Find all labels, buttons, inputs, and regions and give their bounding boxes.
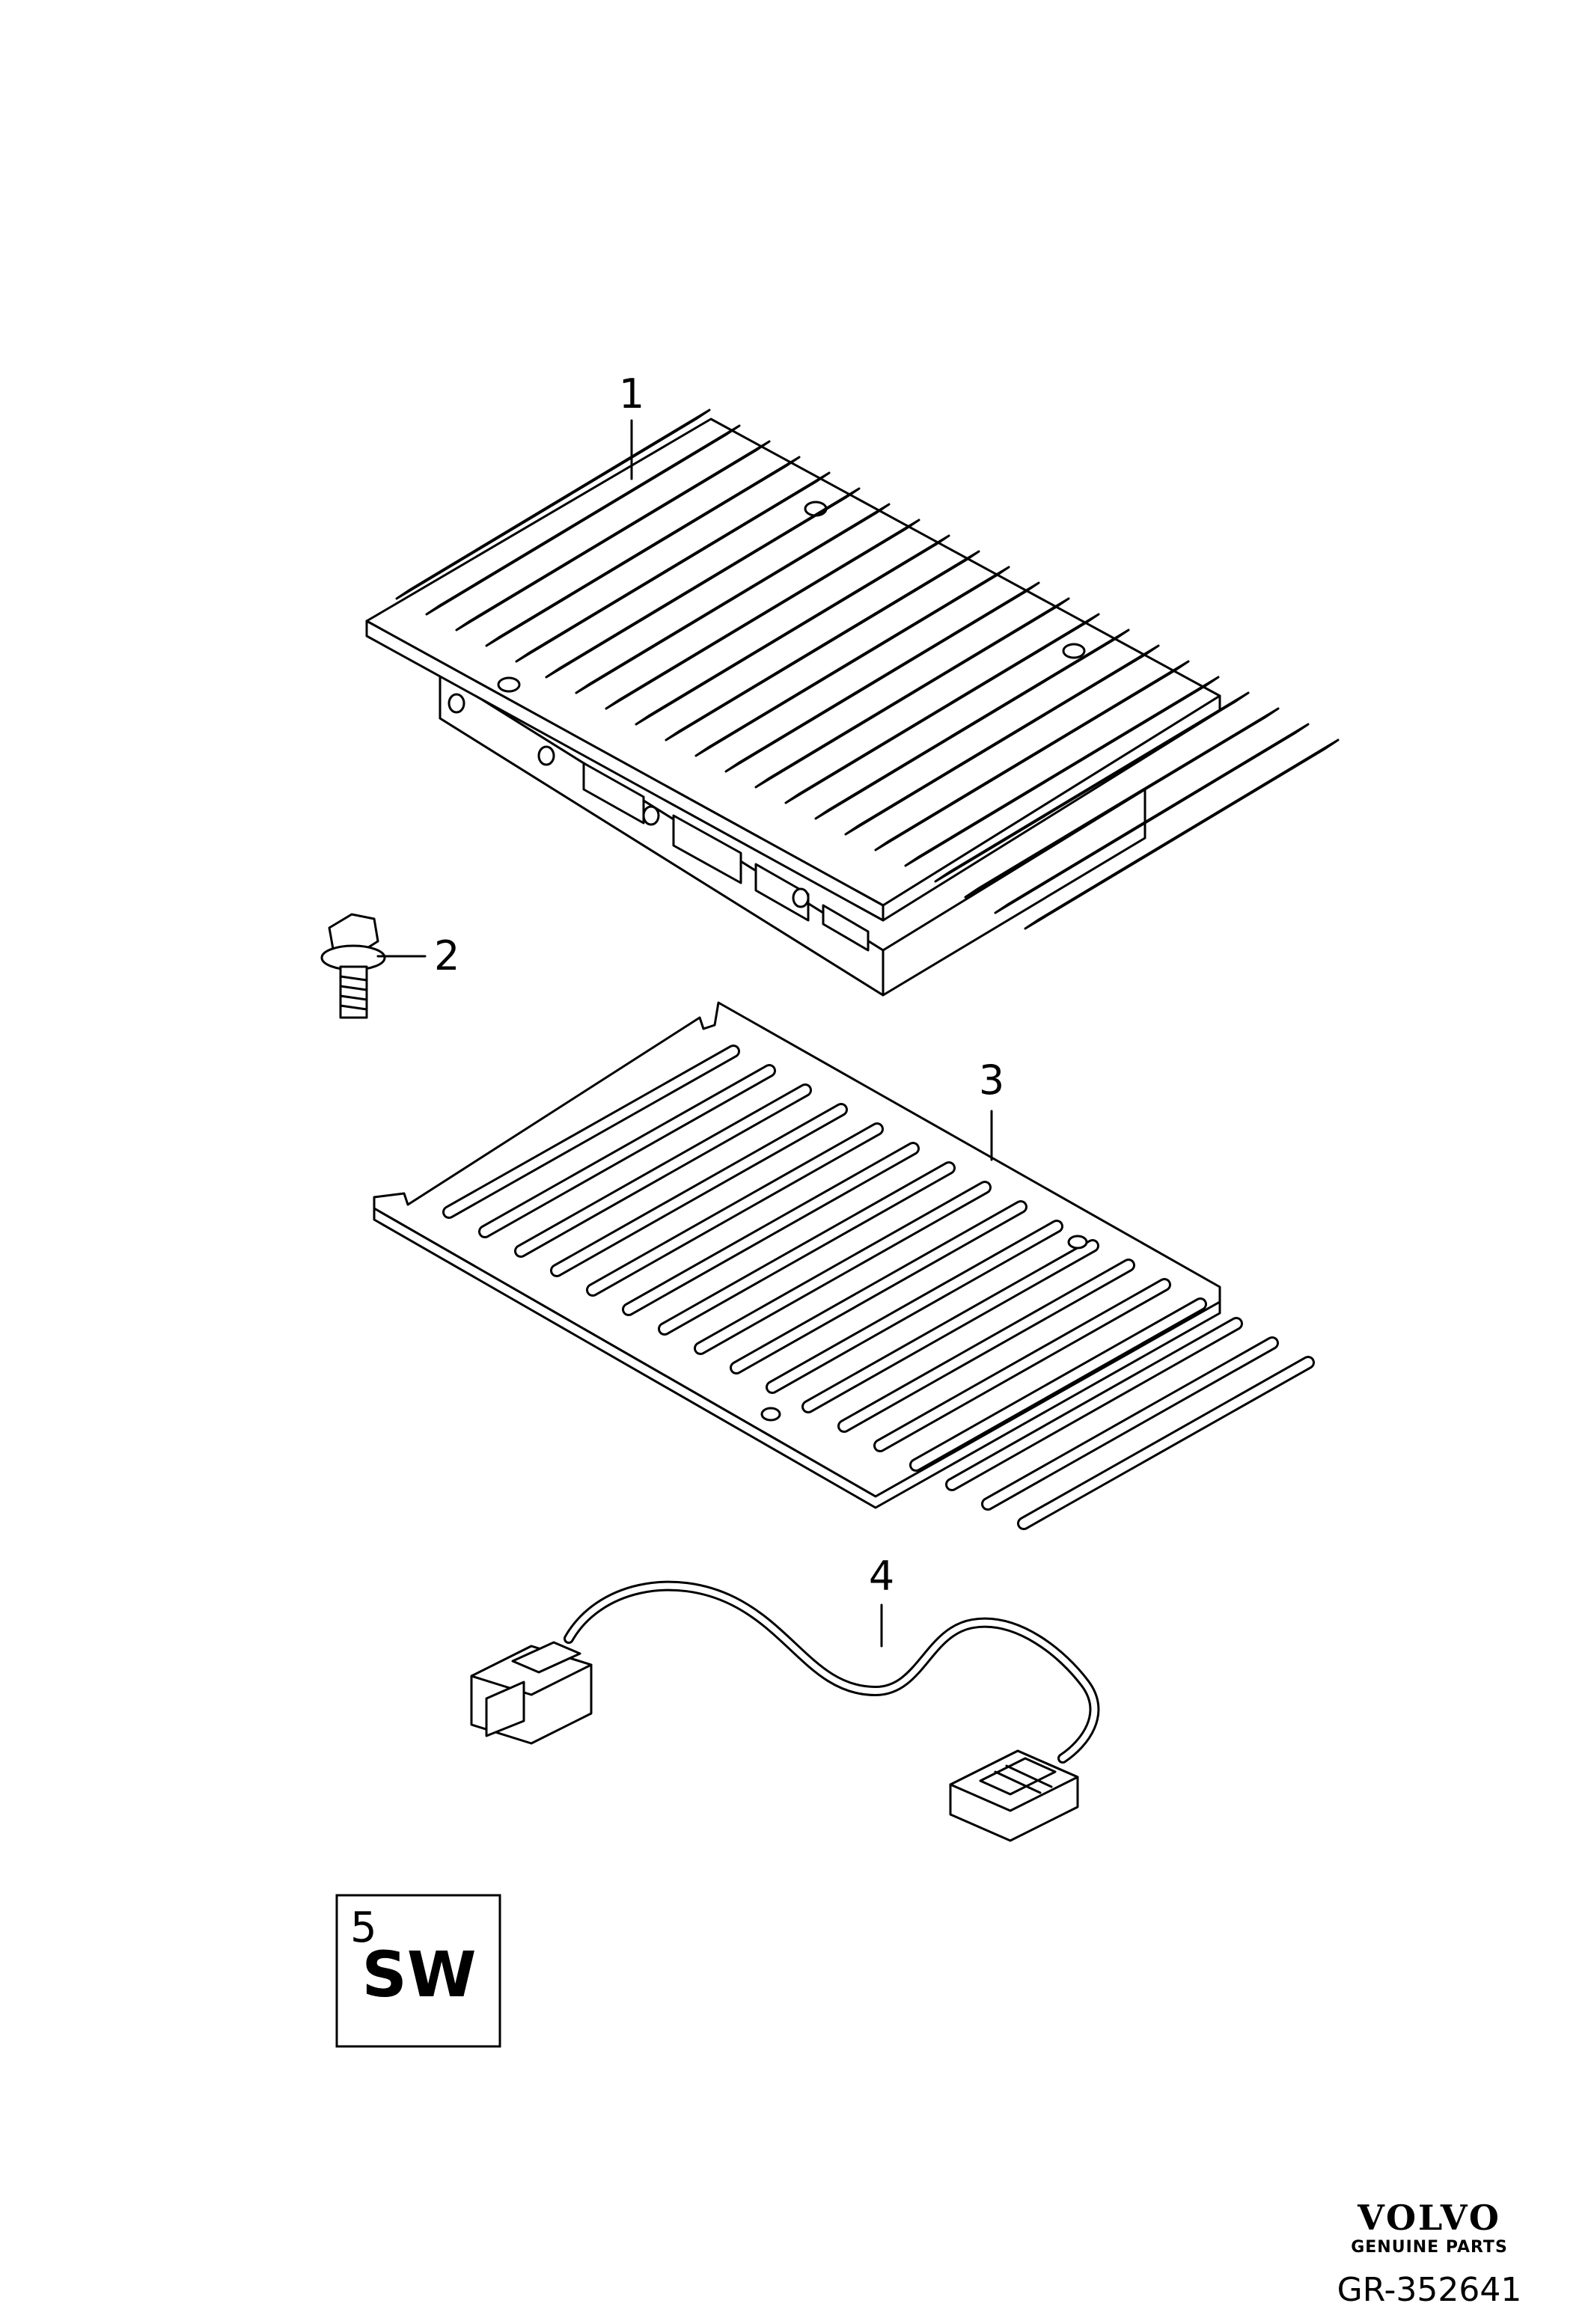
vent-slot-inner (696, 1183, 989, 1353)
cooling-fin (694, 566, 1010, 757)
cooling-fin (814, 629, 1130, 820)
cooling-fin (724, 581, 1040, 773)
cooling-fin (904, 676, 1220, 867)
connector-ports (582, 762, 870, 952)
vent-slot-inner (947, 1319, 1241, 1489)
diagram-reference: GR-352641 (1337, 2271, 1522, 2309)
vent-slot-inner (516, 1086, 810, 1256)
vent-slot-inner (1019, 1358, 1313, 1528)
cooling-fin (515, 471, 831, 663)
cooling-fin (754, 597, 1070, 789)
callout-4: 4 (869, 1553, 894, 1600)
software-number: 5 (350, 1903, 377, 1952)
cooling-fin (425, 424, 741, 616)
amplifier-heatsink (365, 409, 1340, 997)
vent-slot-inner (624, 1144, 917, 1314)
vent-slot-inner (552, 1105, 846, 1275)
cooling-fin (575, 503, 891, 694)
cooling-fin (485, 456, 801, 647)
callout-1: 1 (619, 370, 644, 418)
cooling-fin (455, 440, 771, 632)
software-label: SW (361, 1938, 476, 2011)
vent-slot-inner (660, 1163, 953, 1333)
vent-slot-inner (445, 1047, 738, 1217)
software-box: 5 SW (335, 1894, 501, 2048)
cooling-fin (994, 723, 1310, 914)
callout-2: 2 (434, 932, 459, 979)
cooling-fin (605, 519, 920, 710)
cooling-fin (934, 691, 1250, 883)
cooling-fin (964, 707, 1280, 899)
vent-slot-inner (911, 1300, 1205, 1470)
cooling-fin (635, 534, 950, 726)
vent-slot-inner (768, 1222, 1061, 1392)
cooling-fin (1024, 739, 1340, 930)
vent-slot-inner (480, 1066, 774, 1236)
cooling-fin (844, 644, 1160, 836)
cooling-fin (545, 487, 861, 679)
cooling-fin (874, 660, 1190, 851)
callout-3: 3 (979, 1056, 1004, 1104)
vent-slot-inner (732, 1202, 1025, 1372)
cooling-fin (665, 550, 980, 741)
branding: VOLVO GENUINE PARTS GR-352641 (1337, 2198, 1522, 2309)
vent-slot-inner (804, 1241, 1097, 1411)
vent-slot-inner (876, 1280, 1169, 1450)
wiring-harness (470, 1580, 1100, 1842)
vent-slot-inner (983, 1339, 1277, 1508)
ventilation-slots (442, 1045, 1315, 1530)
mounting-plate (373, 1001, 1315, 1530)
cooling-fin (784, 613, 1100, 804)
cooling-fins (395, 409, 1340, 930)
genuine-parts-label: GENUINE PARTS (1351, 2238, 1508, 2257)
flange-bolt (320, 913, 427, 1019)
vent-slot-inner (588, 1125, 882, 1294)
vent-slot-inner (840, 1261, 1133, 1431)
volvo-logo: VOLVO (1357, 2198, 1501, 2238)
